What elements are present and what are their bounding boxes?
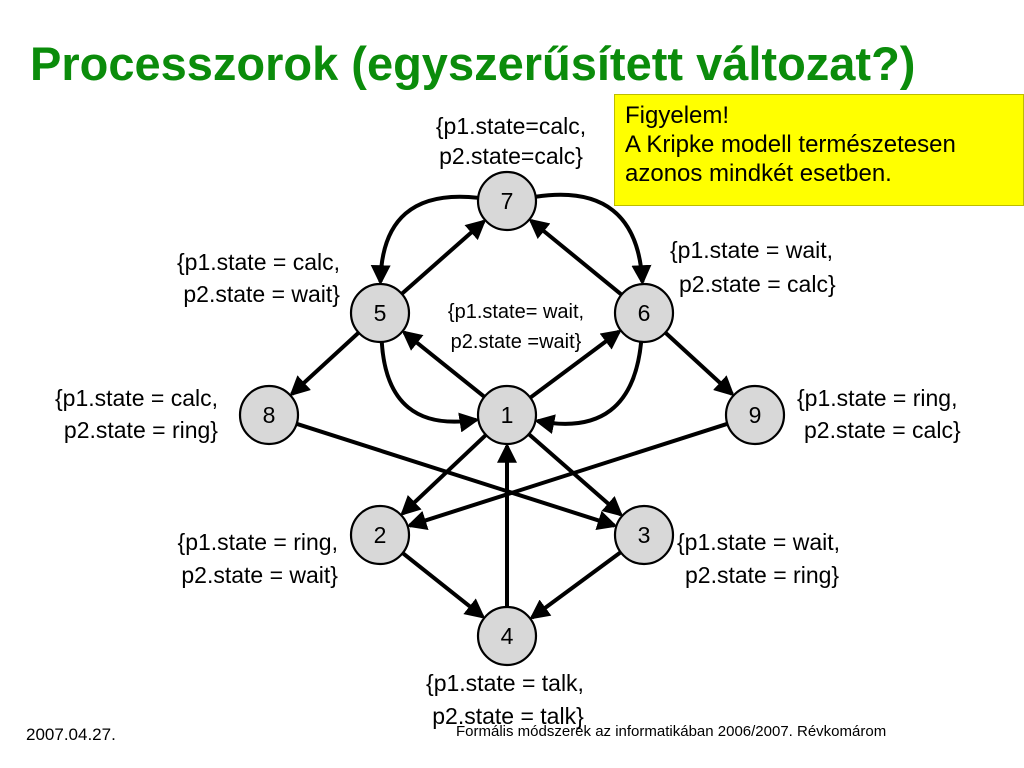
state-node-label: 9 <box>749 402 762 428</box>
state-node-circle <box>238 384 300 446</box>
edge-6-to-7 <box>528 218 623 297</box>
edge-7-to-5 <box>370 194 479 286</box>
state-node-6: 6 <box>613 282 675 344</box>
state-node-1: 1 <box>476 384 538 446</box>
state-label-line: {p1.state = wait, <box>670 237 833 263</box>
state-node-label: 4 <box>501 623 514 649</box>
edge-1-to-3 <box>527 432 624 517</box>
state-node-label: 7 <box>501 188 514 214</box>
state-node-circle <box>613 282 675 344</box>
state-label-3: {p1.state = wait, p2.state = ring} <box>677 529 840 588</box>
state-node-circle <box>349 504 411 566</box>
state-label-line: p2.state = wait} <box>181 562 338 588</box>
state-label-1: {p1.state= wait, p2.state =wait} <box>448 301 584 353</box>
state-node-circle <box>724 384 786 446</box>
state-label-line: {p1.state = wait, <box>677 529 840 555</box>
state-node-label: 5 <box>374 300 387 326</box>
footer-date: 2007.04.27. <box>26 725 116 744</box>
state-label-line: p2.state = calc} <box>804 417 961 443</box>
state-label-line: {p1.state = calc, <box>177 249 340 275</box>
state-label-5: {p1.state = calc, p2.state = wait} <box>177 249 340 307</box>
edges-layer <box>289 192 735 620</box>
state-label-6: {p1.state = wait, p2.state = calc} <box>670 237 836 297</box>
edge-5-to-1 <box>379 341 480 433</box>
state-label-line: {p1.state = ring, <box>797 385 957 411</box>
state-label-line: {p1.state= wait, <box>448 301 584 323</box>
state-label-8: {p1.state = calc, p2.state = ring} <box>55 385 218 443</box>
state-label-2: {p1.state = ring, p2.state = wait} <box>178 529 339 588</box>
state-label-line: p2.state = ring} <box>685 562 839 588</box>
state-node-circle <box>613 504 675 566</box>
state-node-circle <box>476 605 538 667</box>
state-label-line: p2.state = talk} <box>432 703 584 729</box>
edge-2-to-4 <box>401 551 486 619</box>
state-label-line: p2.state = wait} <box>183 281 340 307</box>
state-node-label: 3 <box>638 522 651 548</box>
attention-note: Figyelem! A Kripke modell természetesen … <box>614 94 1024 206</box>
note-line: A Kripke modell természetesen <box>625 131 956 158</box>
footer-course: Formális módszerek az informatikában 200… <box>456 723 887 740</box>
edge-5-to-8 <box>289 331 361 397</box>
state-node-2: 2 <box>349 504 411 566</box>
state-node-label: 6 <box>638 300 651 326</box>
state-node-9: 9 <box>724 384 786 446</box>
state-label-line: p2.state = calc} <box>679 271 836 297</box>
state-node-4: 4 <box>476 605 538 667</box>
edge-1-to-6 <box>529 329 622 400</box>
edge-6-to-9 <box>664 331 735 397</box>
state-node-circle <box>476 384 538 446</box>
edge-6-to-1 <box>534 341 644 434</box>
state-node-circle <box>476 170 538 232</box>
state-node-3: 3 <box>613 504 675 566</box>
state-label-line: p2.state =wait} <box>451 331 582 353</box>
nodes-layer: 7 5 6 8 1 9 2 3 4 <box>238 170 786 667</box>
edge-1-to-2 <box>400 433 488 516</box>
state-node-label: 8 <box>263 402 276 428</box>
state-label-9: {p1.state = ring, p2.state = calc} <box>797 385 961 443</box>
state-node-7: 7 <box>476 170 538 232</box>
edge-7-to-6 <box>535 192 652 286</box>
state-node-circle <box>349 282 411 344</box>
state-node-label: 1 <box>501 402 514 428</box>
edge-1-to-5 <box>401 330 486 399</box>
state-label-line: {p1.state = ring, <box>178 529 338 555</box>
slide-title: Processzorok (egyszerűsített változat?) <box>30 37 916 90</box>
state-node-8: 8 <box>238 384 300 446</box>
state-label-line: {p1.state = calc, <box>55 385 218 411</box>
edge-9-to-2 <box>406 421 728 530</box>
edge-3-to-4 <box>529 550 622 620</box>
state-label-line: p2.state=calc} <box>439 143 583 169</box>
state-label-line: p2.state = ring} <box>64 417 218 443</box>
edge-8-to-3 <box>296 421 618 530</box>
state-label-4: {p1.state = talk, p2.state = talk} <box>426 670 584 729</box>
edge-5-to-7 <box>400 219 487 296</box>
state-label-7: {p1.state=calc, p2.state=calc} <box>436 113 586 169</box>
state-label-line: {p1.state=calc, <box>436 113 586 139</box>
note-line: Figyelem! <box>625 102 730 129</box>
state-label-line: {p1.state = talk, <box>426 670 584 696</box>
note-line: azonos mindkét esetben. <box>625 160 892 187</box>
state-node-label: 2 <box>374 522 387 548</box>
state-node-5: 5 <box>349 282 411 344</box>
